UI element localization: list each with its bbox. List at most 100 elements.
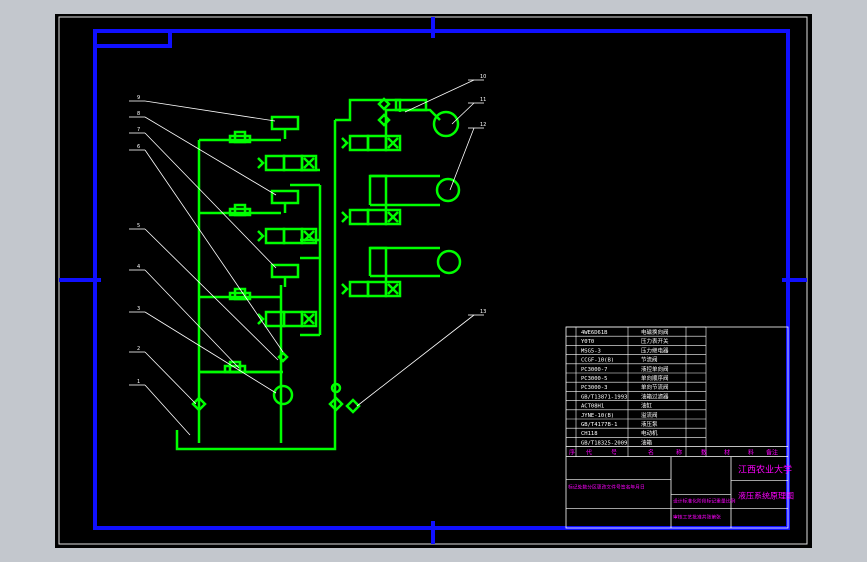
directional-valve (257, 227, 318, 245)
balloon-number: 9 (137, 95, 140, 101)
leader-line (451, 102, 475, 125)
check-diamond (377, 97, 391, 111)
valve-spring (257, 313, 265, 325)
part-name: 压力表开关 (641, 337, 669, 345)
sign-label: 审核工艺批准共张第张 (673, 514, 721, 521)
parts-header-cell: 材 (724, 449, 730, 457)
part-code: ACT08H1 (581, 404, 604, 410)
balloon-number: 12 (480, 122, 486, 128)
balloon-number: 13 (480, 309, 486, 315)
leader-line (404, 79, 475, 113)
valve-spring (341, 137, 349, 149)
check-diamond (377, 113, 391, 127)
part-code: CH118 (581, 431, 598, 437)
part-code: 4WE6D61B (581, 330, 608, 336)
directional-valve (341, 134, 402, 152)
leader-line (144, 149, 284, 353)
actuator-motor (436, 249, 462, 275)
valve-box (228, 134, 252, 144)
valve-spring (341, 283, 349, 295)
balloon-number: 10 (480, 74, 486, 80)
part-code: PC3000-7 (581, 367, 608, 373)
sign-label: 设计标准化阶段标记重量比例 (673, 498, 736, 505)
valve-arrow (387, 283, 399, 295)
hydraulic-circuit (175, 97, 462, 451)
leader-line (449, 127, 475, 191)
balloon-number: 4 (137, 264, 140, 270)
part-code: GB/T4177B-1 (581, 422, 617, 428)
parts-header-cell: 号 (611, 450, 617, 457)
leader-lines (129, 79, 484, 436)
valve-box (228, 207, 252, 217)
school-name: 江西农业大学 (738, 464, 792, 476)
sign-label: 标记处数分区更改文件号签名年月日 (568, 484, 645, 491)
valve-cell (384, 208, 402, 226)
actuator-motor (432, 110, 460, 138)
filter-diamond (191, 396, 207, 412)
balloon-number: 3 (137, 306, 140, 312)
part-name: 压力继电器 (641, 346, 669, 354)
filter-diamond (328, 396, 344, 412)
valve-cell (300, 227, 318, 245)
valve-arrow (303, 313, 315, 325)
parts-header-cell: 料 (748, 449, 754, 457)
part-name: 电动机 (641, 429, 658, 437)
valve-spring (257, 230, 265, 242)
filter-symbol (330, 382, 342, 394)
parts-header-cell: 备注 (766, 449, 778, 457)
part-code: GB/T18325-2009 (581, 440, 627, 446)
valve-cell (384, 134, 402, 152)
leader-line (144, 384, 191, 436)
pipe-line (175, 430, 337, 451)
part-name: 单向节流阀 (641, 383, 669, 391)
pipe-line (335, 98, 402, 122)
part-name: 单向顺序阀 (641, 374, 669, 382)
leader-line (356, 314, 475, 407)
part-code: JYNE-10(B) (581, 413, 614, 419)
parts-header-cell: 数 (701, 449, 707, 457)
balloon-number: 1 (137, 379, 140, 385)
part-name: 溢流阀 (641, 411, 658, 419)
leader-line (144, 351, 197, 405)
valve-box (223, 364, 247, 374)
valve-cell (384, 280, 402, 298)
valve-box (228, 291, 252, 301)
part-name: 油箱过滤器 (641, 392, 669, 400)
leader-line (144, 269, 240, 369)
part-name: 电磁换向阀 (641, 328, 669, 336)
balloon-number: 5 (137, 223, 140, 229)
valve-spring (341, 211, 349, 223)
leader-line (144, 116, 277, 196)
drawing-sheet (55, 14, 812, 548)
directional-valve (257, 310, 318, 328)
parts-header-cell: 称 (676, 449, 682, 457)
valve-spring (257, 157, 265, 169)
leader-line (144, 100, 276, 122)
part-code: CCGF-10(B) (581, 358, 614, 364)
filter-diamond (345, 398, 361, 414)
balloon-number: 6 (137, 144, 140, 150)
part-code: MSG5-3 (581, 348, 601, 354)
check-diamond (277, 351, 289, 363)
part-code: PC3000-5 (581, 376, 608, 382)
leader-line (144, 311, 277, 394)
valve-box (394, 98, 428, 112)
part-name: 节流阀 (641, 356, 658, 364)
leader-line (144, 132, 277, 269)
balloon-number: 11 (480, 97, 486, 103)
part-name: 油缸 (641, 402, 653, 410)
part-code: Y0T0 (581, 339, 594, 345)
balloon-number: 8 (137, 111, 140, 117)
part-name: 油箱 (641, 438, 653, 446)
pump-symbol (272, 384, 294, 406)
part-name: 液压泵 (641, 420, 658, 428)
title-block: 4WE6D61B 电磁换向阀 Y0T0 压力表开关 MSG5-3 压力继电器 CCGF-10… (565, 326, 794, 529)
valve-cell (300, 310, 318, 328)
part-name: 液控单向阀 (641, 365, 669, 373)
balloon-number: 7 (137, 127, 140, 133)
parts-header-cell: 序 (569, 449, 575, 457)
directional-valve (341, 208, 402, 226)
